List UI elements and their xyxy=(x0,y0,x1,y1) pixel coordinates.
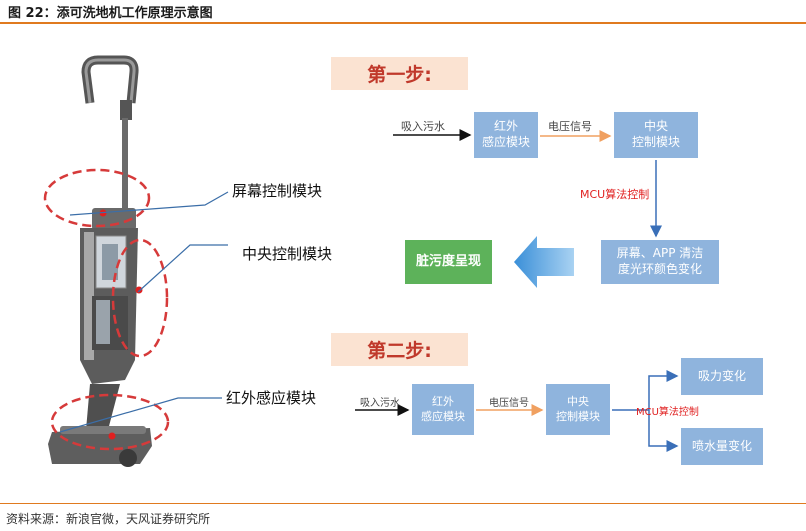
top-rule xyxy=(0,22,806,24)
step1-display-box: 屏幕、APP 清洁 度光环颜色变化 xyxy=(601,240,719,284)
step2-central-box: 中央 控制模块 xyxy=(546,384,610,435)
step2-signal-label: 电压信号 xyxy=(489,398,529,409)
step2-suction-branch xyxy=(648,370,679,410)
step2-title: 第二步: xyxy=(331,333,468,366)
screen-callout-line xyxy=(69,191,229,216)
ir-callout-line xyxy=(59,397,222,433)
suction-change-box: 吸力变化 xyxy=(681,358,763,395)
central-sensor-dot xyxy=(135,286,143,294)
handle-neck xyxy=(120,100,132,120)
water-spray-change-box: 喷水量变化 xyxy=(681,428,763,465)
dirty-tank xyxy=(96,300,110,344)
step1-input-label: 吸入污水 xyxy=(401,120,445,133)
floor-head-top xyxy=(60,426,146,434)
figure-source: 资料来源：新浪官微，天风证券研究所 xyxy=(6,512,211,526)
ir-sensor-dot xyxy=(108,432,116,440)
step2-infrared-box: 红外 感应模块 xyxy=(412,384,474,435)
step2-water-branch xyxy=(648,410,679,452)
step1-mcu-label: MCU算法控制 xyxy=(580,188,650,201)
central-callout-line xyxy=(137,244,228,293)
step1-central-box: 中央 控制模块 xyxy=(614,112,698,158)
step2-mcu-label: MCU算法控制 xyxy=(636,407,699,418)
floor-neck xyxy=(86,384,120,430)
floor-washer-illustration xyxy=(43,55,170,467)
central-control-callout: 中央控制模块 xyxy=(242,245,333,263)
step1-signal-label: 电压信号 xyxy=(548,120,592,133)
step2-input-label: 吸入污水 xyxy=(360,398,400,409)
step1-infrared-box: 红外 感应模块 xyxy=(474,112,538,158)
step1-title: 第一步: xyxy=(331,57,468,90)
shaft xyxy=(122,118,128,218)
dirt-level-result-box: 脏污度呈现 xyxy=(405,240,492,284)
tank-window xyxy=(102,244,118,280)
central-module-highlight xyxy=(111,238,169,358)
handle-grip-inner xyxy=(84,58,136,104)
screen-module-highlight xyxy=(43,168,151,228)
infrared-sensing-callout: 红外感应模块 xyxy=(226,389,317,407)
bottom-rule xyxy=(0,503,806,504)
screen-control-callout: 屏幕控制模块 xyxy=(232,182,323,200)
step1-result-arrow xyxy=(514,236,574,288)
wheel xyxy=(119,449,137,467)
body-highlight xyxy=(84,232,94,360)
ir-module-highlight xyxy=(50,393,170,451)
handle-grip xyxy=(81,55,139,104)
figure-title: 图 22：添可洗地机工作原理示意图 xyxy=(8,6,213,21)
